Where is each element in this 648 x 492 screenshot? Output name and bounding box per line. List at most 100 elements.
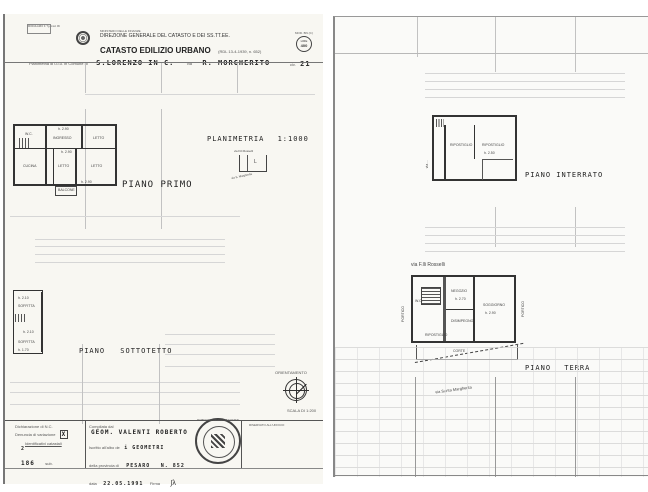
grid-line [425, 89, 625, 90]
grid-line [417, 17, 418, 57]
date-row: data 22.05.1991 Firma ∫λ [89, 472, 239, 490]
province-row: della provincia di PESARO N. 852 [89, 454, 239, 472]
plan-title-piano-sottotetto: PIANO SOTTOTETTO [79, 347, 173, 355]
height-label: h. 2.90 [485, 311, 496, 315]
stairs [19, 138, 31, 148]
model-code: MOD. BN (C) [295, 31, 313, 35]
signature-label: Firma [149, 481, 161, 486]
balcony [55, 186, 77, 196]
street-label: via S. Margherita [230, 171, 253, 181]
interior-wall [75, 149, 77, 184]
outer-wall [411, 275, 516, 343]
interior-wall [473, 277, 475, 341]
room-label: BALCONE [58, 188, 75, 192]
registry-row: Iscritto all'albo de i GEOMETRI [89, 436, 239, 454]
footer-divider [85, 420, 86, 468]
room-label: LETTO [93, 136, 105, 140]
plan-title-planimetria: PLANIMETRIA 1:1000 [207, 135, 309, 143]
ministry-label: MINISTERO DELLE FINANZE [100, 29, 141, 33]
footer-divider [241, 420, 242, 468]
compass-icon [283, 377, 309, 403]
outer-wall [432, 115, 517, 181]
interior-wall [53, 149, 54, 184]
grid-line [35, 254, 225, 255]
professional-stamp-icon: ROBERTO VALENTI GEOMETRA [195, 418, 241, 464]
height-label: h. 2.10 [23, 330, 34, 334]
via-label: via [186, 61, 192, 66]
interior-wall [41, 292, 43, 352]
grid-line [425, 227, 625, 228]
grid-line [35, 246, 225, 247]
grid-line [10, 382, 240, 383]
height-label: h. 2.90 [58, 127, 69, 131]
grid-line [425, 81, 625, 82]
price-stamp: LIRE 400 [296, 36, 312, 52]
interior-wall [81, 126, 83, 148]
grid-line [165, 334, 275, 335]
grid-line [159, 344, 160, 424]
registration-number: N. 852 [160, 463, 185, 469]
signature-icon: ∫λ [170, 480, 176, 487]
height-label: h. 1.70 [18, 348, 29, 352]
floor-plan-piano-primo: W.C. INGRESSO LETTO CUCINA LETTO LETTO B… [13, 124, 117, 196]
plan-title-piano-interrato: PIANO INTERRATO [525, 171, 604, 179]
room-label: DISIMPEGNO [451, 319, 474, 323]
partition [482, 159, 513, 180]
grid-line [82, 344, 83, 424]
room-label: INGRESSO [53, 136, 72, 140]
grid-line [85, 94, 315, 95]
stairs [421, 287, 441, 305]
form-code: MODULARIO F. Tg. mod. 96 [28, 25, 60, 28]
room-label: W.C. [25, 132, 33, 136]
site-plan: L via F.lli Rosselli via S. Margherita [231, 149, 267, 180]
declaration-label: Dichiarazione di N.C. [15, 424, 53, 429]
comune-value: S.LORENZO IN C. [96, 59, 175, 67]
height-label: h. 2.70 [455, 297, 466, 301]
outer-wall [13, 124, 117, 186]
site-line [247, 155, 248, 171]
left-page-document: MODULARIO F. Tg. mod. 96 MINISTERO DELLE… [3, 14, 323, 487]
room-label: SOGGIORNO [483, 303, 505, 307]
footer-top-border [5, 420, 323, 421]
interior-wall [446, 309, 473, 310]
variation-label: Denuncia di variazione [15, 432, 56, 437]
room-label: RIPOSTIGLIO [482, 143, 505, 147]
stamp-text: ROBERTO VALENTI GEOMETRA [197, 418, 239, 422]
stairs [436, 119, 444, 127]
height-label: h. 2.90 [61, 150, 72, 154]
price-value: 400 [300, 43, 308, 48]
interior-wall [15, 148, 115, 149]
particle-value: 186 [21, 460, 35, 467]
header-form-code-box: MODULARIO F. Tg. mod. 96 [27, 24, 60, 34]
street-label: via F.lli Rosselli [234, 149, 253, 153]
province-label: della provincia di [89, 463, 119, 468]
reserved-office-label: RISERVATO ALL'UFFICIO [249, 423, 285, 427]
grid-line [35, 239, 225, 240]
registered-label: Iscritto all'albo de [89, 445, 120, 450]
grid-line [161, 109, 162, 229]
scale-label: SCALA DI 1:200 [287, 408, 317, 413]
grid-line [85, 109, 86, 229]
grid-area [335, 347, 648, 477]
civic-number: civ. 21 [290, 53, 311, 71]
grid-line [495, 377, 496, 477]
room-label: SOFFITTA [18, 304, 35, 308]
law-reference: (RDL 13-4-1939, n. 652) [218, 49, 262, 54]
height-label: h. 2.90 [81, 180, 92, 184]
registry-value: i GEOMETRI [124, 445, 165, 451]
street-label: via F.lli Rosselli [411, 262, 445, 268]
directorate-label: DIREZIONE GENERALE DEL CATASTO E DEI SS.… [100, 33, 230, 39]
orientation-label: ORIENTAMENTO [275, 370, 307, 375]
grid-line [335, 475, 648, 476]
grid-line [425, 73, 625, 74]
street-label: via ... [425, 159, 430, 169]
floor-plan-piano-interrato: RIPOSTIGLIO RIPOSTIGLIO h. 2.50 [432, 115, 517, 183]
grid-line [35, 262, 225, 263]
republic-emblem-icon [76, 31, 90, 45]
planimetry-line: Planimetria di u.i.u. in Comune di S.LOR… [29, 52, 270, 70]
grid-line [161, 63, 162, 93]
compiler-name: GEOM. VALENTI ROBERTO [91, 429, 188, 436]
room-label: RIPOSTIGLIO [450, 143, 473, 147]
side-label: PORTICO [400, 306, 405, 322]
grid-line [165, 366, 275, 367]
